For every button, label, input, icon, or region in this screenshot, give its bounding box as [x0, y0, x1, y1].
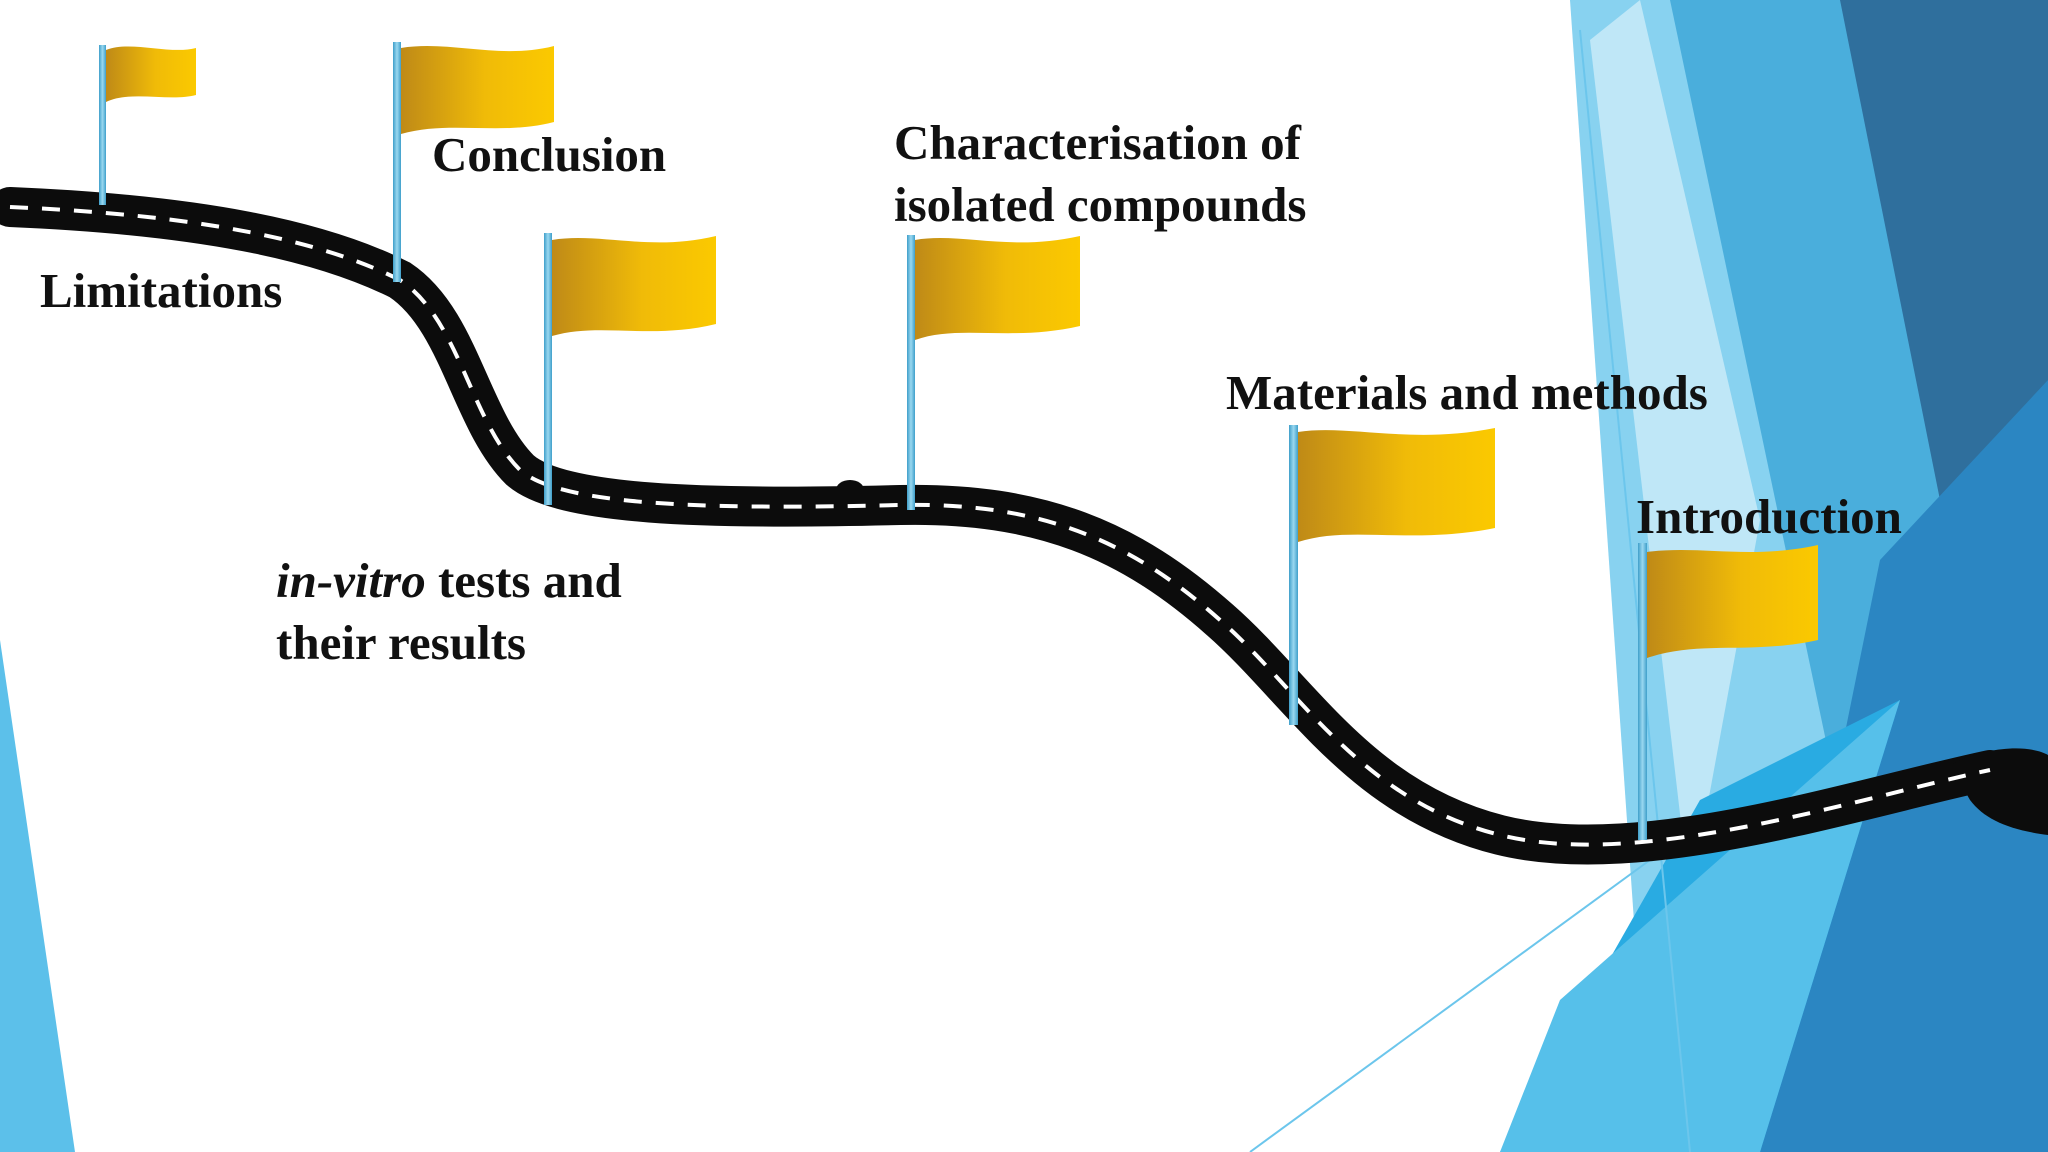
- flag-limitations: [99, 45, 196, 205]
- flag-icon: [401, 46, 554, 134]
- flag-pole: [907, 235, 915, 510]
- label-in-vitro-rest: tests and: [425, 553, 622, 608]
- label-characterisation-line1: Characterisation of: [894, 115, 1301, 170]
- label-conclusion: Conclusion: [432, 127, 667, 182]
- flag-in-vitro: [544, 233, 716, 505]
- flag-pole: [99, 45, 106, 205]
- label-in-vitro: in-vitro tests and: [276, 550, 622, 612]
- label-in-vitro-line2: their results: [276, 615, 526, 670]
- label-materials-and-methods: Materials and methods: [1226, 365, 1708, 420]
- flag-pole: [1289, 425, 1298, 725]
- flag-introduction: [1638, 543, 1818, 840]
- label-introduction: Introduction: [1636, 489, 1902, 544]
- facet-left-sliver: [0, 640, 75, 1152]
- facet-thin-line: [1579, 29, 1691, 1152]
- flag-pole: [1638, 543, 1647, 840]
- flag-icon: [1647, 545, 1818, 658]
- flag-characterisation: [907, 235, 1080, 510]
- label-in-vitro-italic: in-vitro: [276, 553, 426, 608]
- flag-icon: [1298, 428, 1495, 542]
- flag-icon: [915, 236, 1080, 340]
- label-characterisation-line2: isolated compounds: [894, 177, 1307, 232]
- flag-pole: [393, 42, 401, 282]
- road-end-right: [1950, 748, 2048, 835]
- flag-conclusion: [393, 42, 554, 282]
- facet-right-band-pale: [1590, 0, 1760, 900]
- facet-right-lower-deep: [1760, 380, 2048, 1152]
- facet-thin-line-2: [1249, 859, 1651, 1152]
- flag-pole: [544, 233, 552, 505]
- flag-icon: [106, 46, 196, 102]
- flag-materials: [1289, 425, 1495, 725]
- flag-icon: [552, 236, 716, 336]
- label-limitations: Limitations: [40, 263, 283, 318]
- road-bump: [836, 480, 864, 500]
